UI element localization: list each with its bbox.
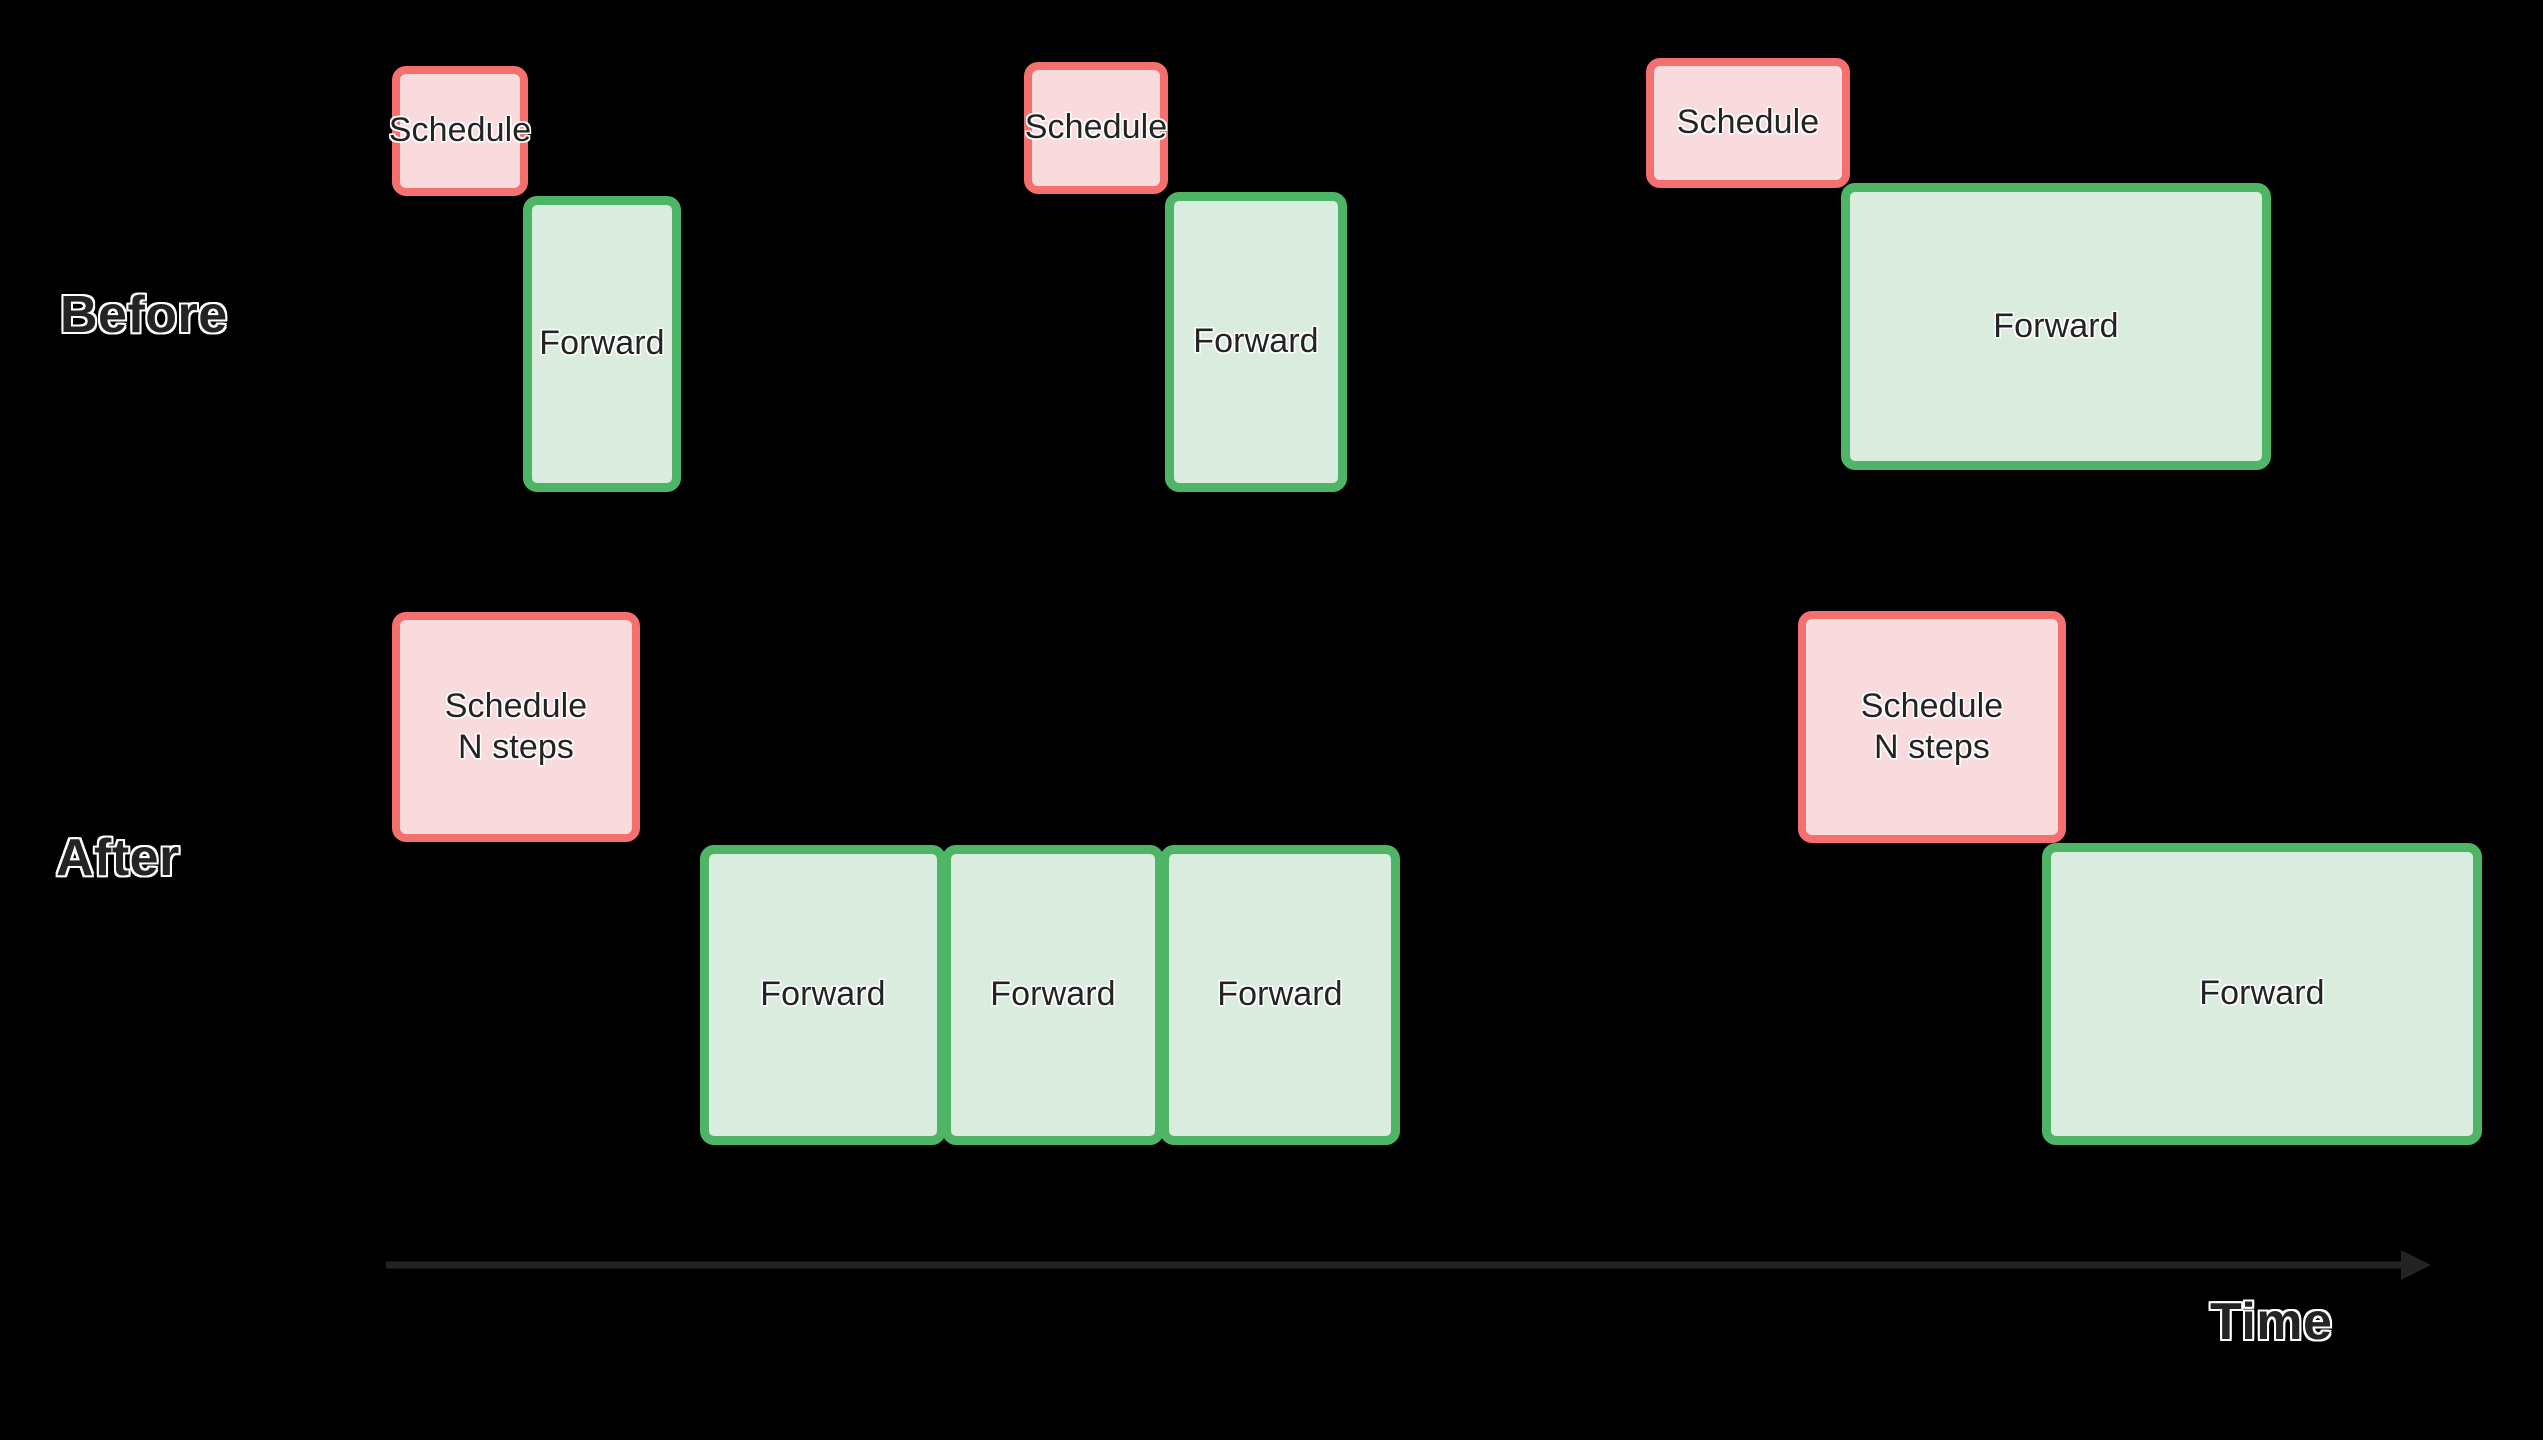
schedule-box: Schedule xyxy=(1024,62,1168,194)
schedule-box: Schedule xyxy=(1646,58,1850,188)
forward-box-label: Forward xyxy=(1993,306,2119,345)
schedule-box: Schedule N steps xyxy=(392,612,640,842)
forward-box: Forward xyxy=(942,845,1164,1145)
schedule-box-label: Schedule xyxy=(1024,108,1168,147)
forward-box-label: Forward xyxy=(1193,322,1319,361)
schedule-box-label: Schedule xyxy=(1676,103,1820,142)
forward-box: Forward xyxy=(1160,845,1400,1145)
time-axis-label: Time xyxy=(2210,1293,2333,1351)
schedule-box: Schedule xyxy=(389,66,531,196)
forward-box-label: Forward xyxy=(539,324,665,363)
row-label-after: After xyxy=(56,829,180,887)
schedule-box-label: Schedule xyxy=(388,111,532,150)
forward-box-label: Forward xyxy=(760,975,886,1014)
forward-box: Forward xyxy=(1841,183,2271,470)
schedule-box-label: Schedule N steps xyxy=(444,686,588,766)
forward-box-label: Forward xyxy=(2199,974,2325,1013)
forward-box-label: Forward xyxy=(990,975,1116,1014)
forward-box: Forward xyxy=(2042,843,2482,1145)
forward-box: Forward xyxy=(700,845,946,1145)
schedule-box: Schedule N steps xyxy=(1798,611,2066,843)
time-axis-arrow xyxy=(383,1248,2431,1282)
row-label-before: Before xyxy=(60,286,228,344)
forward-box-label: Forward xyxy=(1217,975,1343,1014)
forward-box: Forward xyxy=(523,196,681,492)
schedule-box-label: Schedule N steps xyxy=(1860,686,2004,766)
forward-box: Forward xyxy=(1165,192,1347,492)
